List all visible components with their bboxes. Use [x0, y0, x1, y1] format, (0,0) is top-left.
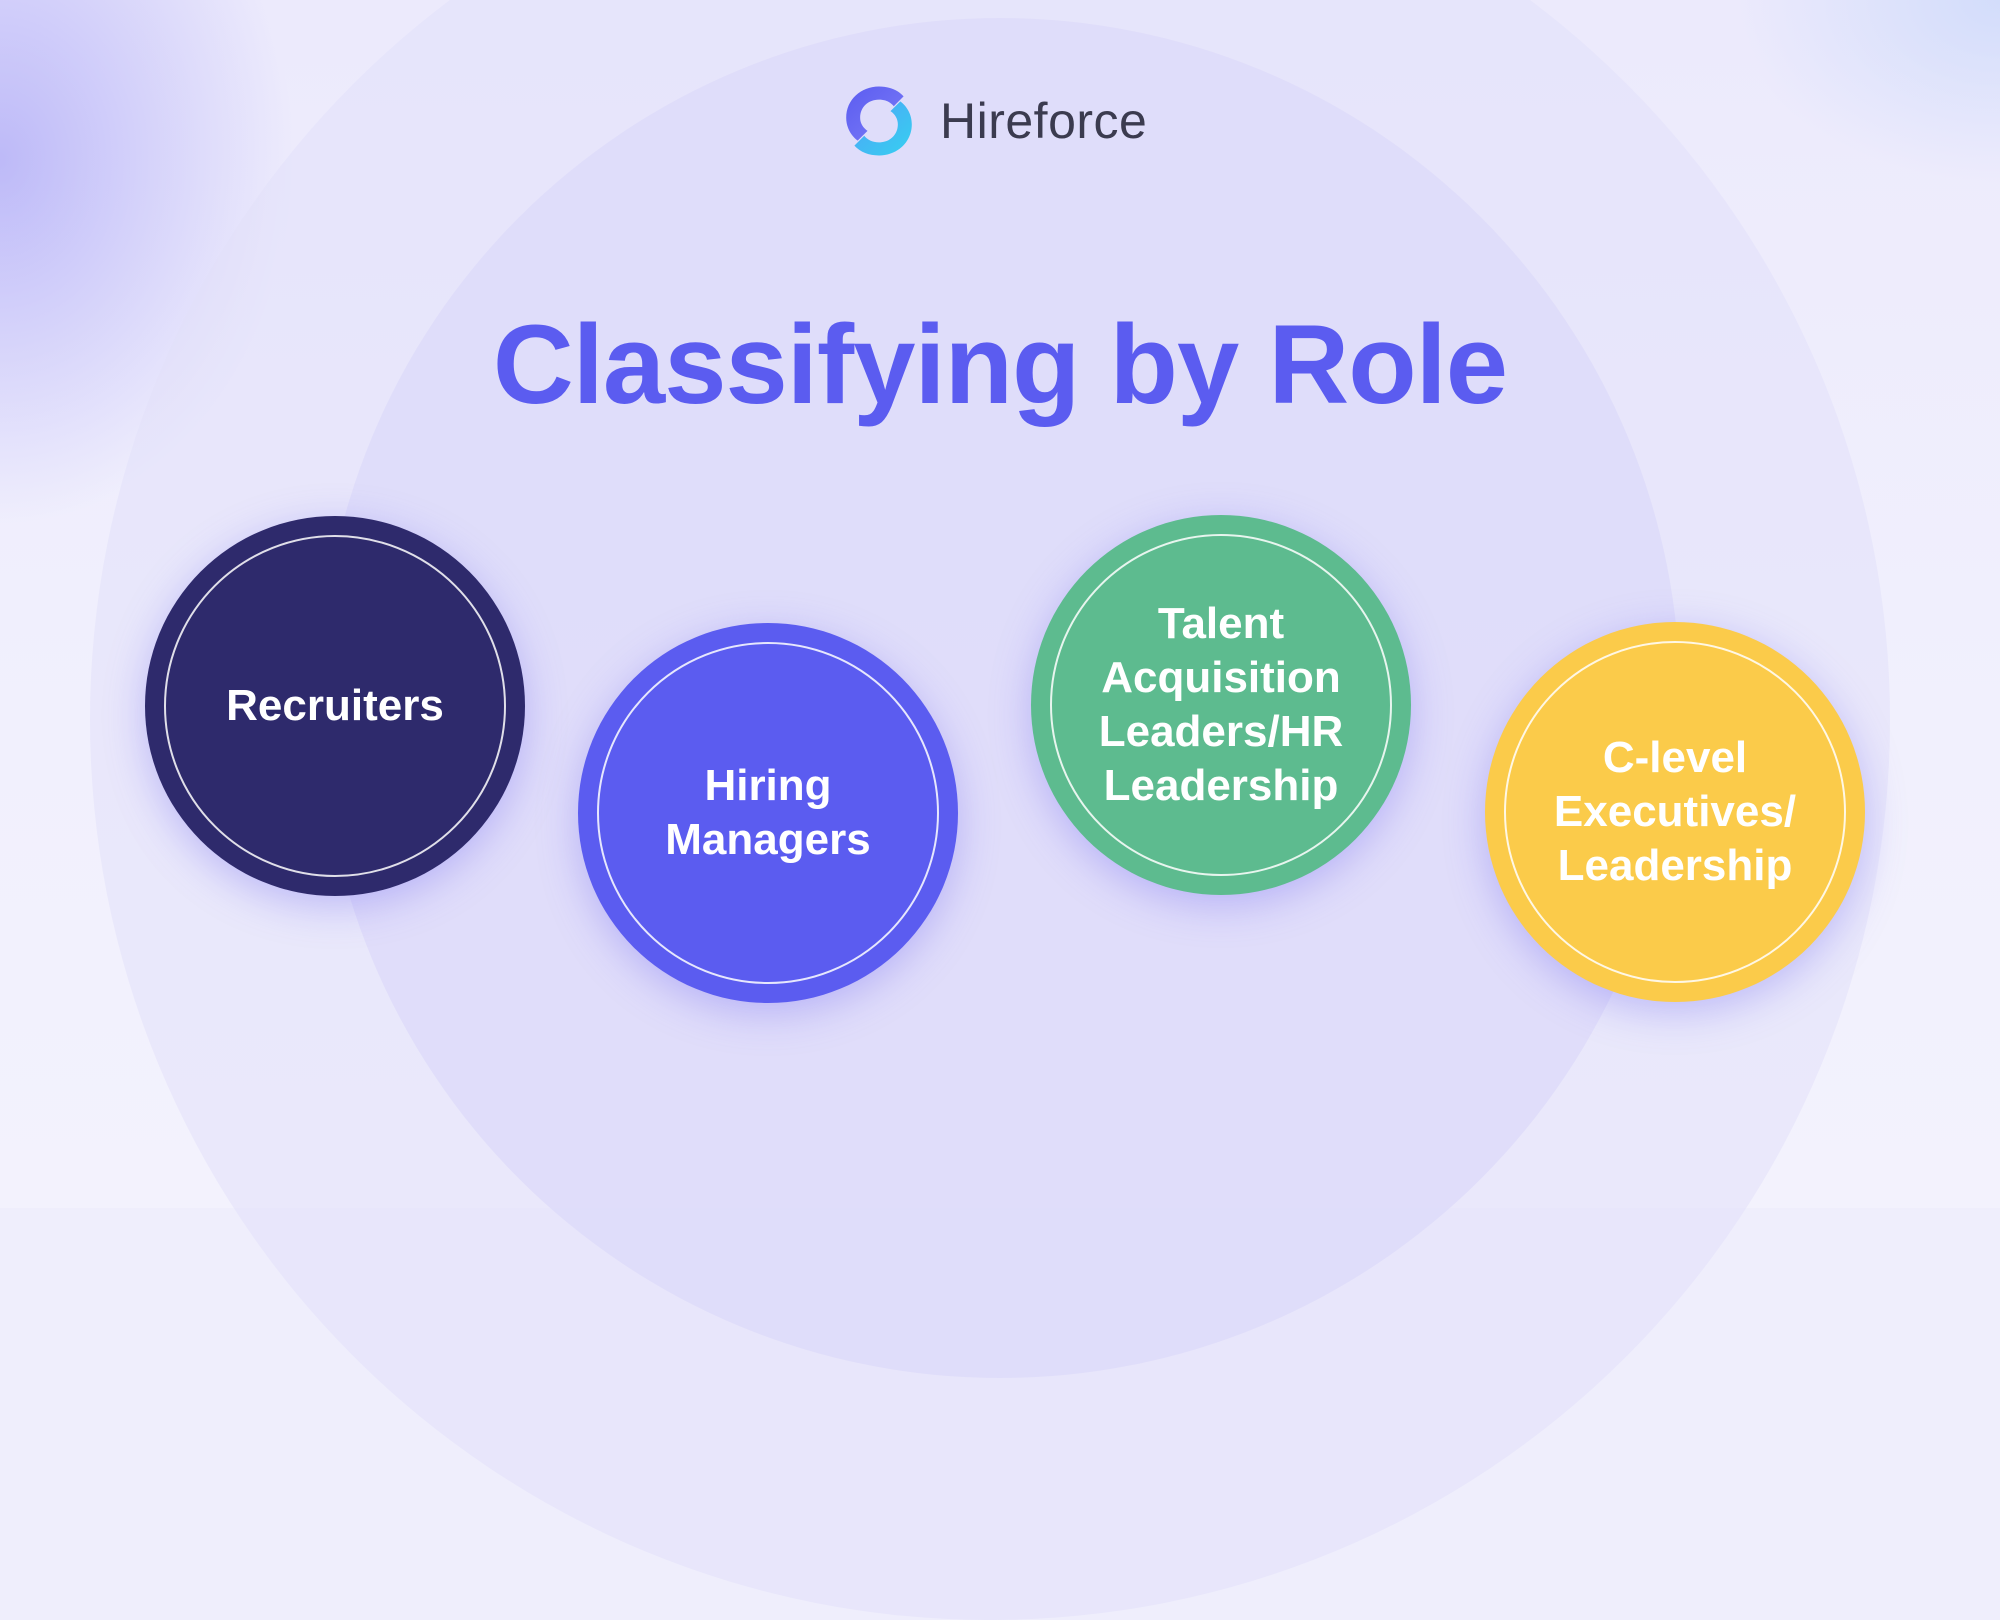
ring-logo-icon [846, 86, 912, 156]
brand-logo: Hireforce [838, 78, 1147, 164]
role-circle-c-level-executives: C-level Executives/ Leadership [1485, 622, 1865, 1002]
role-label: C-level Executives/ Leadership [1553, 733, 1797, 890]
role-circle-hiring-managers: Hiring Managers [578, 623, 958, 1003]
role-circle-recruiters: Recruiters [145, 516, 525, 896]
background-inner-ring [320, 18, 1680, 1378]
page-title: Classifying by Role [492, 302, 1508, 427]
role-circle-talent-acquisition-leaders: Talent Acquisition Leaders/HR Leadership [1031, 515, 1411, 895]
role-label: Recruiters [226, 681, 444, 730]
role-label: Hiring Managers [665, 761, 871, 864]
role-label: Talent Acquisition Leaders/HR Leadership [1098, 599, 1344, 810]
brand-name: Hireforce [940, 93, 1148, 149]
